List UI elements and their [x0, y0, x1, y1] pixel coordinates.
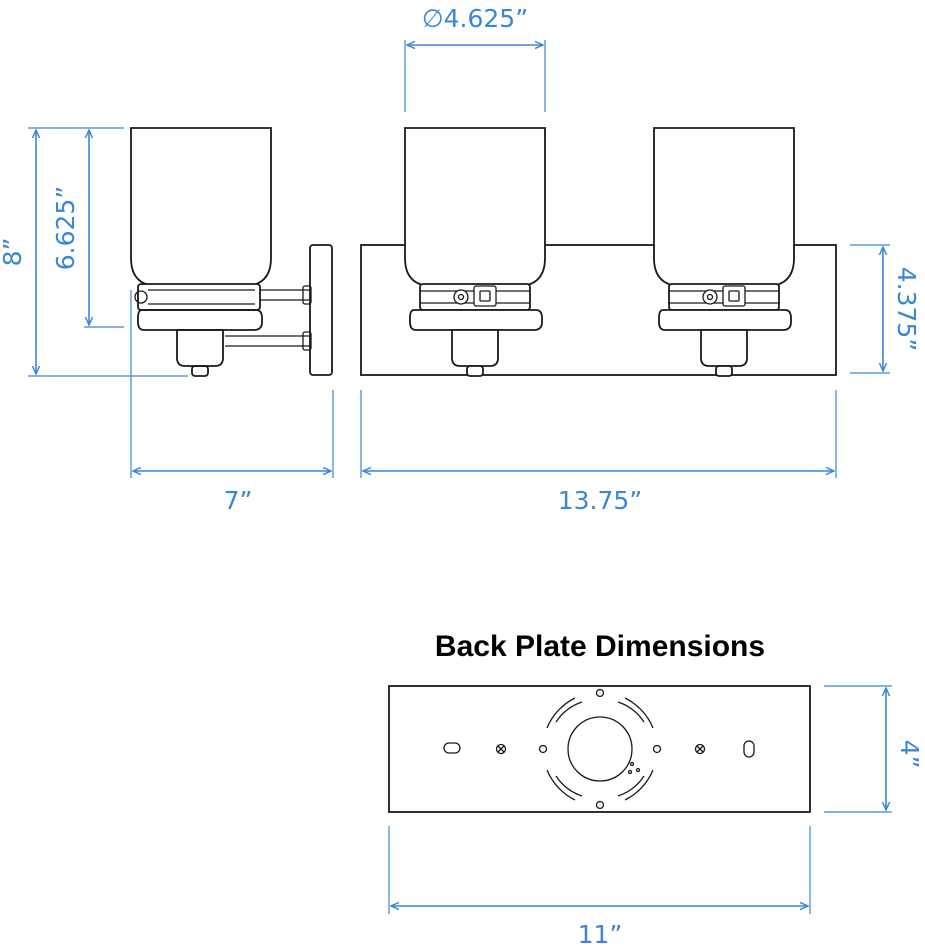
back-plate-dimension-lines: [388, 685, 892, 914]
side-view-fixture: [130, 127, 333, 377]
overall-width-label: 13.75”: [558, 486, 643, 515]
overall-height-label: 8”: [0, 238, 27, 267]
backplate-width-label: 11”: [578, 920, 623, 949]
canopy-height-label: 4.375”: [892, 267, 921, 352]
front-shade-left: [404, 127, 546, 377]
back-plate-title: Back Plate Dimensions: [435, 630, 765, 663]
front-shade-right: [653, 127, 795, 377]
dimension-lines: [28, 40, 890, 478]
glass-height-label: 6.625”: [51, 186, 80, 271]
front-view-fixture: [360, 127, 837, 377]
extension-label: 7”: [224, 486, 253, 515]
back-plate-drawing: [388, 685, 811, 813]
glass-diameter-label: ∅4.625”: [422, 4, 528, 33]
backplate-height-label: 4”: [895, 740, 924, 769]
